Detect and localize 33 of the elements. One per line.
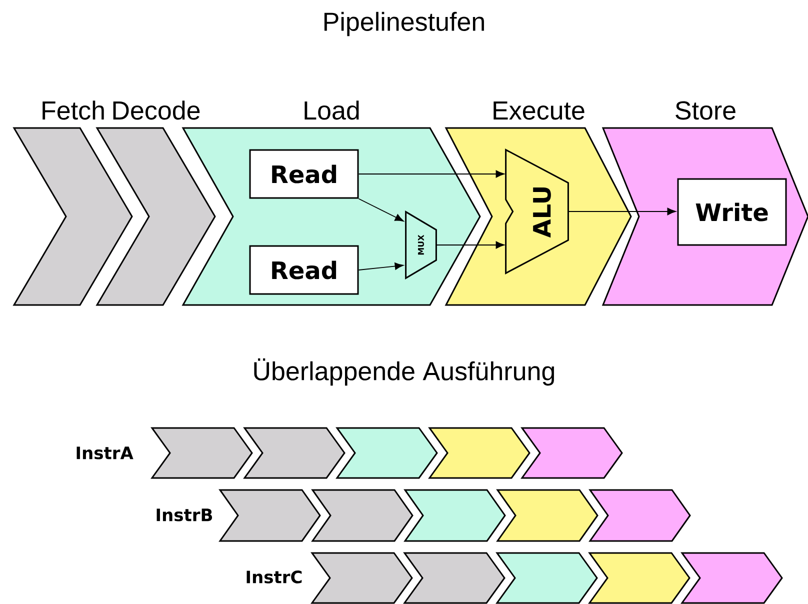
- pipeline-stage: [336, 427, 438, 479]
- arrow: [568, 208, 676, 216]
- section-heading: Überlappende Ausführung: [254, 358, 554, 386]
- arrow: [436, 241, 504, 249]
- pipeline-stage: [243, 427, 346, 479]
- arrow: [358, 262, 404, 270]
- pipeline-stage: [428, 427, 530, 479]
- node-label: Decode: [113, 100, 200, 120]
- pipeline-stage: [311, 489, 414, 542]
- instruction-label: InstrB: [156, 508, 212, 522]
- instruction-label: InstrC: [246, 570, 302, 584]
- pipeline-stage: [218, 489, 321, 542]
- instruction-label: InstrA: [76, 446, 134, 460]
- register-box: Read: [249, 245, 359, 295]
- pipeline-stage: [520, 427, 623, 479]
- pipeline-stage: [150, 427, 253, 479]
- node-label: Load: [304, 100, 359, 120]
- arrow: [358, 170, 504, 178]
- title: Pipelinestufen: [324, 12, 484, 36]
- register-box: Read: [249, 149, 359, 199]
- pipeline-stage: [496, 552, 598, 604]
- pipeline-stage: [680, 552, 783, 604]
- node-label: Execute: [494, 102, 584, 120]
- arrow: [358, 198, 404, 222]
- pipeline-stage: [588, 489, 691, 542]
- register-box: Write: [677, 178, 787, 246]
- node-label: Store: [676, 101, 736, 120]
- node-label: Fetch: [42, 100, 104, 120]
- pipeline-stage: [310, 552, 413, 604]
- pipeline-stage: [496, 489, 598, 542]
- pipeline-stage: [588, 552, 690, 604]
- pipeline-stage: [404, 489, 506, 542]
- pipeline-stage: [403, 552, 506, 604]
